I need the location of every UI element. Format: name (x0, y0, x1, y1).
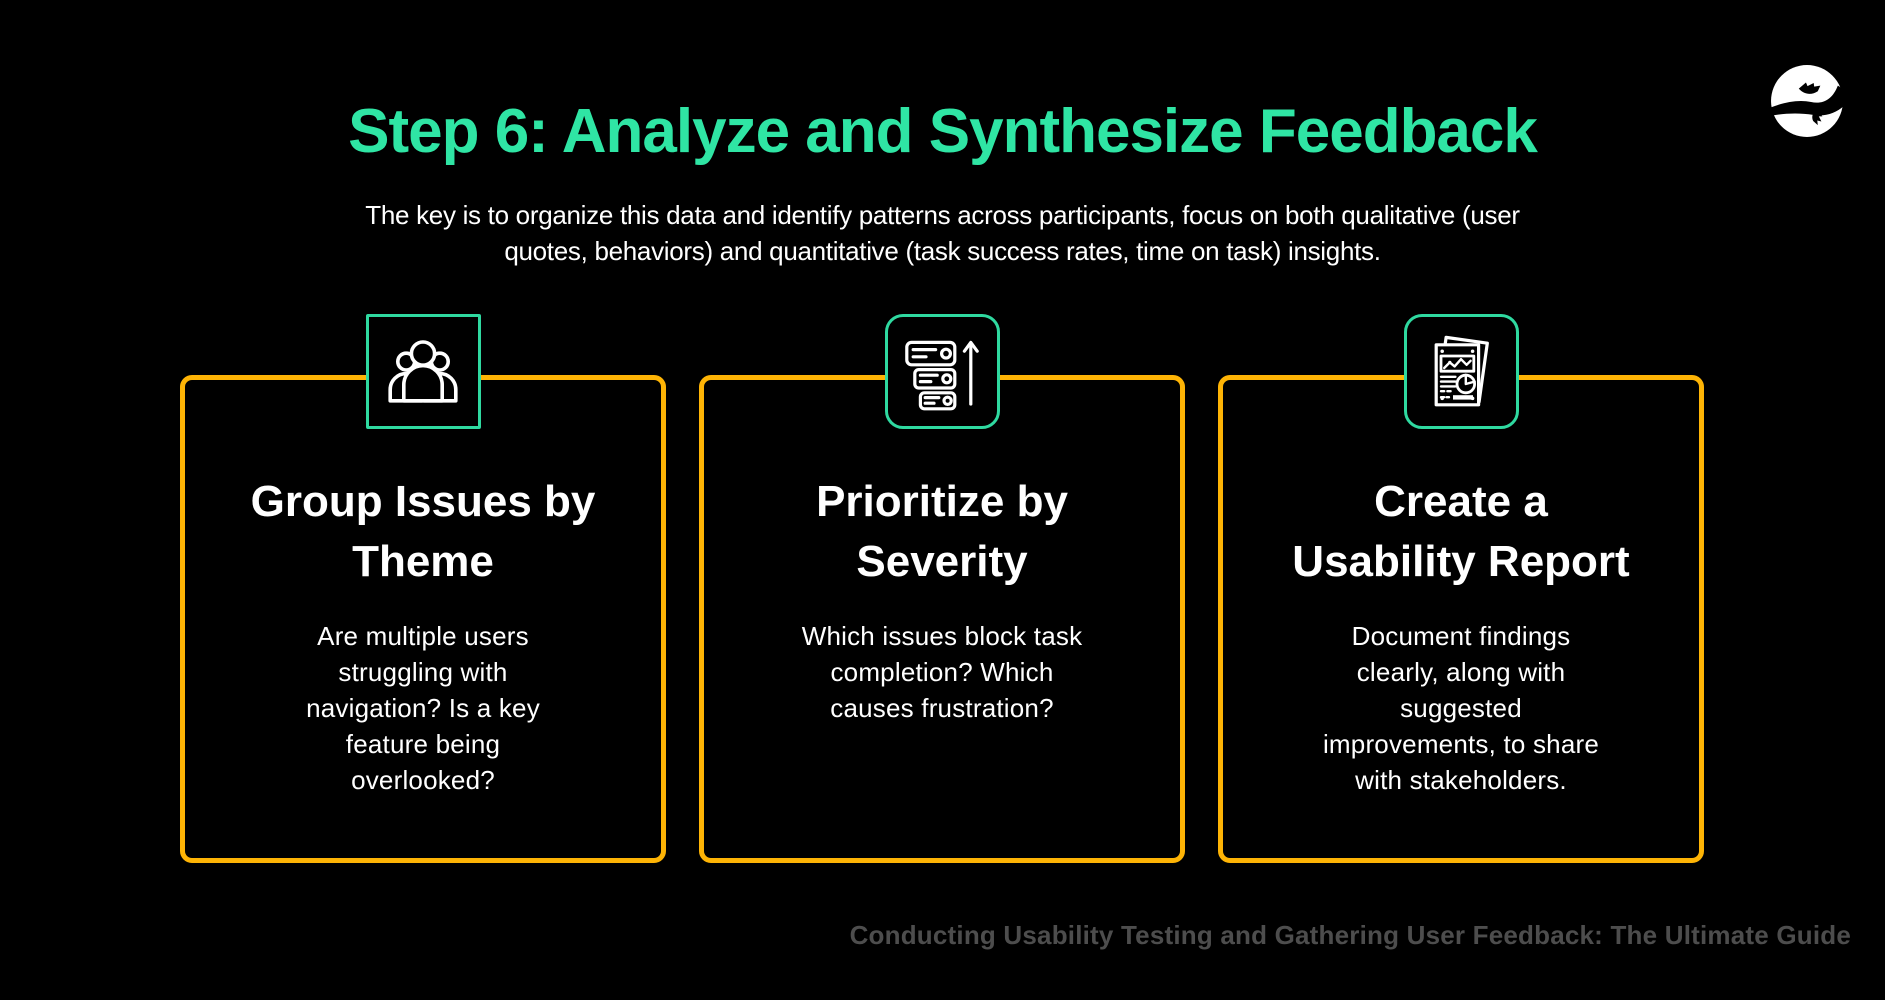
card-title-line: Create a (1374, 477, 1548, 526)
card-prioritize-by-severity: Prioritize by Severity Which issues bloc… (699, 314, 1185, 863)
description-line: suggested (1400, 693, 1522, 723)
card-title-line: Theme (352, 537, 494, 586)
description-line: clearly, along with (1356, 657, 1566, 687)
card-icon-box (1403, 314, 1519, 429)
card-title-line: Usability Report (1292, 537, 1630, 586)
description-line: Document findings (1351, 621, 1571, 651)
card-icon-box (365, 314, 481, 429)
card-group-issues-by-theme: Group Issues by Theme Are multiple users… (180, 314, 666, 863)
usability-report-icon (1434, 335, 1489, 406)
description-line: struggling with (338, 657, 508, 687)
card-title-line: Prioritize by (816, 477, 1068, 526)
page-subtitle: The key is to organize this data and ide… (0, 197, 1885, 269)
card-description: Document findings clearly, along with su… (1223, 618, 1699, 798)
gecko-logo-icon (1763, 65, 1853, 137)
description-line: navigation? Is a key (306, 693, 540, 723)
card-title: Prioritize by Severity (704, 472, 1180, 592)
card-title-line: Group Issues by (250, 477, 596, 526)
page-title: Step 6: Analyze and Synthesize Feedback (348, 97, 1538, 166)
card-title: Group Issues by Theme (185, 472, 661, 592)
subtitle-line: The key is to organize this data and ide… (365, 200, 1520, 230)
card-title-line: Severity (856, 537, 1028, 586)
description-line: Are multiple users (317, 621, 529, 651)
subtitle-line: quotes, behaviors) and quantitative (tas… (504, 236, 1381, 266)
description-line: completion? Which (830, 657, 1054, 687)
brand-logo (1763, 64, 1853, 138)
description-line: overlooked? (351, 765, 495, 795)
card-description: Which issues block task completion? Whic… (704, 618, 1180, 726)
card-icon-box (884, 314, 1000, 429)
description-line: causes frustration? (830, 693, 1054, 723)
priority-stack-icon (905, 340, 979, 410)
description-line: with stakeholders. (1355, 765, 1567, 795)
description-line: feature being (345, 729, 501, 759)
people-group-icon (388, 339, 458, 403)
footer-caption: Conducting Usability Testing and Gatheri… (849, 920, 1851, 950)
card-title: Create a Usability Report (1223, 472, 1699, 592)
description-line: improvements, to share (1322, 729, 1600, 759)
description-line: Which issues block task (801, 621, 1083, 651)
card-description: Are multiple users struggling with navig… (185, 618, 661, 798)
card-create-usability-report: Create a Usability Report Document findi… (1218, 314, 1704, 863)
